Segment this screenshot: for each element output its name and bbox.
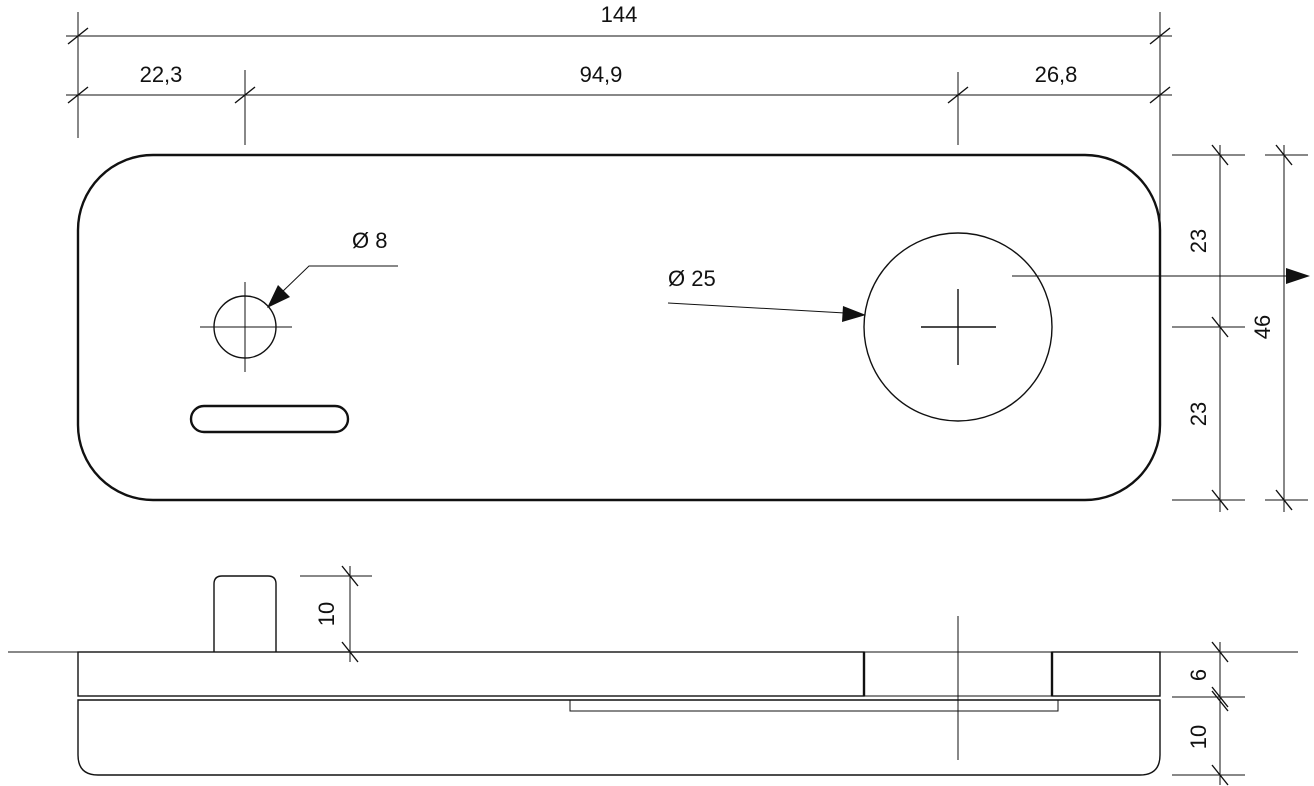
vertical-dimensions: 23 23 46 [1172,144,1308,512]
top-plate-right-segment [1051,651,1161,697]
small-hole-diameter-label: Ø 8 [352,228,387,253]
thickness-tick-bottom [1211,764,1229,786]
left-offset-label: 22,3 [140,62,183,87]
large-hole [863,232,1053,422]
base-body [77,699,1161,776]
half-height-tick-top [1211,144,1229,166]
right-offset-label: 26,8 [1035,62,1078,87]
recess-strip [569,699,1059,712]
chain-tick-3 [947,86,969,104]
chain-tick-4 [1149,86,1171,104]
chain-tick-1 [67,86,89,104]
horizontal-dimensions: 144 22,3 94,9 26,8 [66,2,1172,232]
large-hole-leader [667,302,846,314]
large-hole-diameter-label: Ø 25 [668,266,716,291]
side-view: 10 6 10 [8,565,1298,786]
thickness-tick-top [1211,641,1229,663]
half-height-tick-bottom [1211,489,1229,511]
lower-half-height-label: 23 [1186,402,1211,426]
small-hole-leader [279,265,398,295]
overall-height-tick-top [1275,144,1293,166]
overall-height-tick-bottom [1275,489,1293,511]
top-plate-thickness-label: 6 [1186,669,1211,681]
hole-spacing-label: 94,9 [580,62,623,87]
thickness-tick-mid-2 [1211,690,1229,712]
overall-length-tick-right [1149,27,1171,45]
top-view: Ø 8 Ø 25 [76,153,1310,502]
chain-tick-2 [234,86,256,104]
base-thickness-label: 10 [1186,725,1211,749]
slot [189,404,350,434]
top-plate-left-segment [77,651,865,697]
plate-outline [76,153,1162,502]
pin-outline [213,575,277,652]
overall-length-label: 144 [601,2,638,27]
pin-height-tick-bottom [341,641,359,663]
overall-height-label: 46 [1250,315,1275,339]
pin-height-label: 10 [314,602,339,626]
small-hole-leader-arrow [267,285,290,308]
large-hole-leader-arrow [842,306,866,322]
thickness-tick-mid-1 [1211,686,1229,708]
upper-half-height-label: 23 [1186,229,1211,253]
pin-height-tick-top [341,565,359,587]
large-hole-axis-arrow [1286,268,1310,284]
overall-length-tick-left [67,27,89,45]
half-height-tick-mid [1211,316,1229,338]
